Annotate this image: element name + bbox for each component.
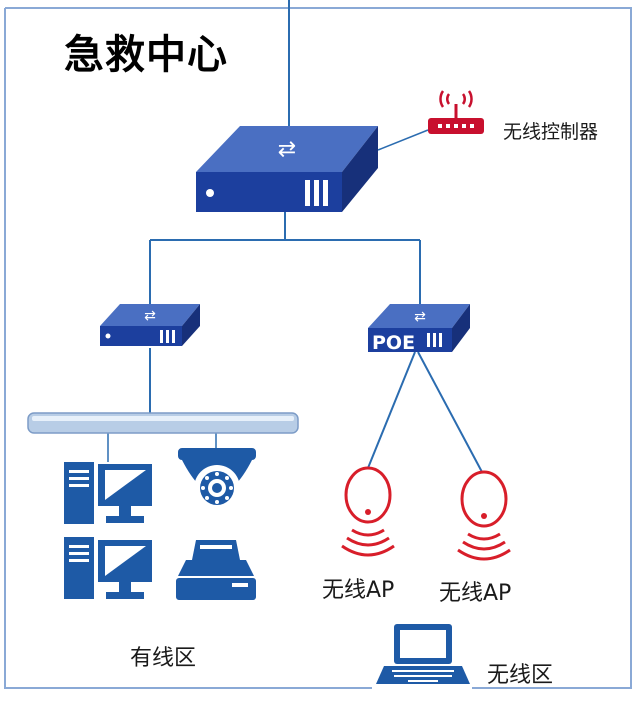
server-tower-icon: [64, 537, 94, 599]
workstation-2: [64, 537, 152, 599]
poe-ap2-link: [417, 351, 483, 473]
printer-icon: [176, 540, 256, 600]
workstation-1: [64, 462, 152, 524]
ap-label-1: 无线AP: [322, 578, 395, 603]
access-switch-icon: ⇄: [100, 304, 200, 346]
poe-ap1-link: [367, 351, 416, 469]
access-switch-arrows: ⇄: [144, 308, 156, 324]
monitor-icon: [98, 540, 152, 599]
server-tower-icon: [64, 462, 94, 524]
access-point-icon: [341, 466, 395, 557]
wireless-controller-icon: [428, 90, 484, 134]
poe-switch-icon: ⇄ POE: [368, 304, 470, 354]
poe-switch-arrows: ⇄: [414, 309, 426, 325]
ap-label-2: 无线AP: [439, 581, 512, 606]
poe-label: POE: [372, 332, 415, 354]
access-point-icon: [457, 470, 511, 561]
diagram-frame: [4, 7, 632, 689]
core-switch-icon: ⇄: [196, 126, 378, 212]
wireless-zone-label: 无线区: [487, 663, 554, 688]
wired-zone-label: 有线区: [130, 646, 197, 671]
monitor-icon: [98, 464, 152, 523]
dome-camera-icon: [178, 448, 256, 511]
laptop-icon: [376, 624, 470, 684]
wireless-controller-label: 无线控制器: [503, 121, 599, 143]
diagram-title: 急救中心: [64, 32, 228, 78]
core-switch-arrows: ⇄: [278, 137, 296, 162]
controller-link: [377, 129, 429, 151]
